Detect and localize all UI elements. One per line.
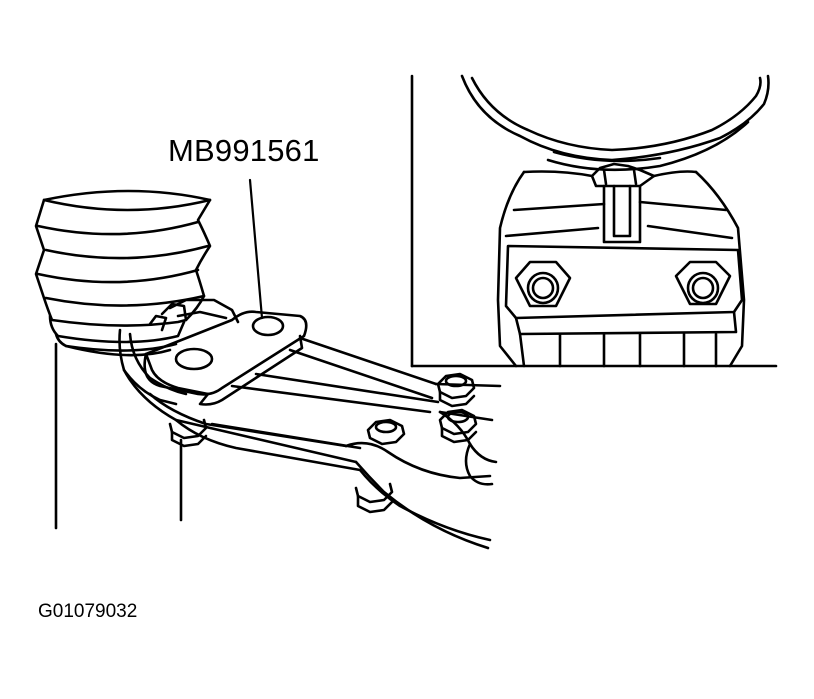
pivot-bolts — [168, 372, 478, 514]
callout-leader — [248, 178, 264, 320]
drive-shaft-lines — [54, 342, 183, 530]
tool-number-label: MB991561 — [168, 133, 320, 168]
figure-code: G01079032 — [38, 601, 138, 622]
band-crimp-ear — [148, 302, 188, 332]
inset-detail-view — [410, 74, 778, 368]
rubber-boot — [34, 189, 212, 357]
